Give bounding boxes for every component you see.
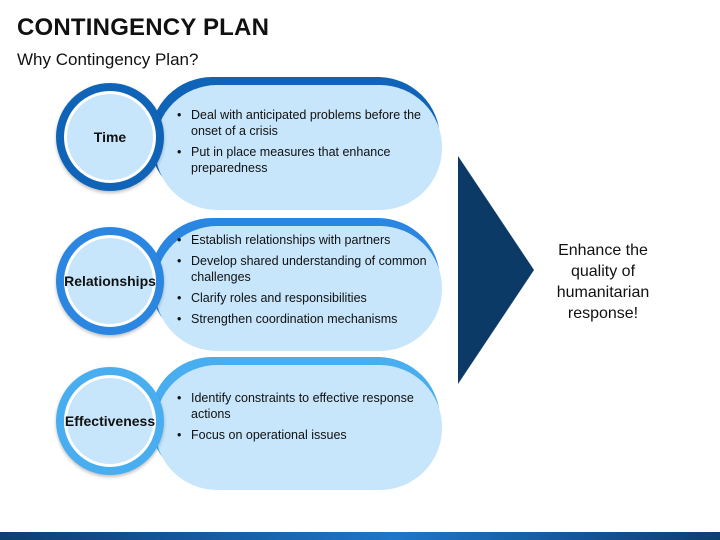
- bullet-list: Deal with anticipated problems before th…: [175, 107, 435, 181]
- bullet-item: Deal with anticipated problems before th…: [175, 107, 435, 139]
- bullet-card: Identify constraints to effective respon…: [155, 365, 442, 490]
- bullet-card: Deal with anticipated problems before th…: [155, 85, 442, 210]
- reason-circle: Relationships: [56, 227, 164, 335]
- bullet-item: Clarify roles and responsibilities: [175, 290, 435, 306]
- reason-label: Effectiveness: [64, 413, 156, 429]
- reason-label: Time: [93, 129, 127, 145]
- page-title: CONTINGENCY PLAN: [17, 14, 270, 41]
- outcome-text: Enhance the quality of humanitarian resp…: [556, 242, 650, 322]
- right-arrow-shape: [458, 156, 534, 384]
- bullet-item: Develop shared understanding of common c…: [175, 253, 435, 285]
- bullet-list: Identify constraints to effective respon…: [175, 390, 435, 448]
- reason-circle: Effectiveness: [56, 367, 164, 475]
- reason-label: Relationships: [64, 273, 156, 289]
- bullet-item: Focus on operational issues: [175, 427, 435, 443]
- bullet-item: Identify constraints to effective respon…: [175, 390, 435, 422]
- page-subtitle: Why Contingency Plan?: [17, 50, 199, 69]
- footer-bar: [0, 532, 720, 540]
- bullet-list: Establish relationships with partners De…: [175, 232, 435, 332]
- bullet-item: Establish relationships with partners: [175, 232, 435, 248]
- bullet-item: Strengthen coordination mechanisms: [175, 311, 435, 327]
- reason-circle: Time: [56, 83, 164, 191]
- bullet-card: Establish relationships with partners De…: [155, 226, 442, 351]
- bullet-item: Put in place measures that enhance prepa…: [175, 144, 435, 176]
- arrow-triangle: [458, 156, 534, 384]
